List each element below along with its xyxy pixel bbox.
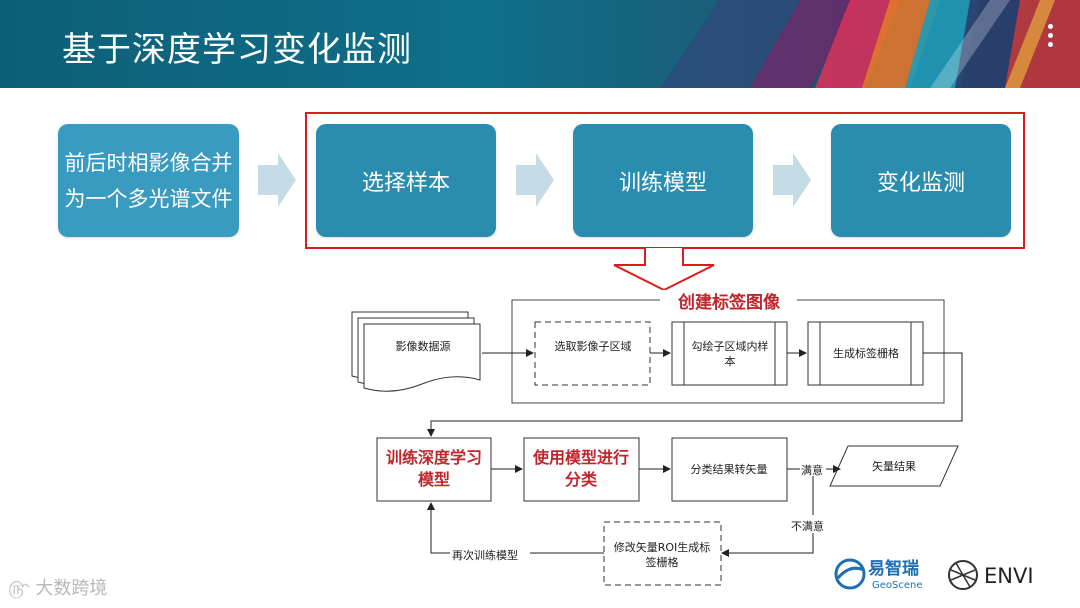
step-train-model: 训练模型 xyxy=(573,124,753,237)
header-decoration xyxy=(660,0,1080,88)
retrain-label: 再次训练模型 xyxy=(452,549,518,562)
more-vertical-icon[interactable] xyxy=(1048,24,1054,51)
classify-label: 使用模型进行分类 xyxy=(532,448,629,489)
subset-box xyxy=(534,321,651,386)
arrow-right-icon xyxy=(773,153,811,207)
arrow-right-icon xyxy=(258,153,296,207)
step-train-model-label: 训练模型 xyxy=(618,170,707,196)
train-model-label: 训练深度学习模型 xyxy=(385,448,482,489)
to-vector-label: 分类结果转矢量 xyxy=(690,463,768,476)
source-merge-box: 前后时相影像合并为一个多光谱文件 xyxy=(58,124,239,237)
classify-box xyxy=(523,437,640,502)
to-vector-box xyxy=(671,437,788,502)
geoscene-globe-icon: 易智瑞 GeoScene xyxy=(834,558,923,591)
satisfied-label: 满意 xyxy=(801,464,823,477)
not-satisfied-label: 不满意 xyxy=(791,520,824,533)
data-source-doc xyxy=(363,323,481,392)
watermark-text: 大数跨境 xyxy=(35,578,108,599)
modify-roi-box xyxy=(603,521,722,586)
vector-result-label: 矢量结果 xyxy=(872,460,916,473)
step-change-detect-label: 变化监测 xyxy=(876,170,965,196)
svg-text:易智瑞: 易智瑞 xyxy=(868,558,919,579)
gen-raster-label: 生成标签栅格 xyxy=(833,347,899,360)
watermark: ௹ 大数跨境 xyxy=(8,574,107,601)
modify-roi-label: 修改矢量ROI生成标签栅格 xyxy=(613,541,711,569)
envi-globe-icon: ENVI xyxy=(948,560,1034,590)
page-title: 基于深度学习变化监测 xyxy=(62,30,412,70)
step-change-detect: 变化监测 xyxy=(831,124,1011,237)
step-select-samples-label: 选择样本 xyxy=(361,170,450,196)
red-down-arrow-icon xyxy=(613,248,715,292)
data-source-label: 影像数据源 xyxy=(395,340,451,353)
envi-logo: ENVI xyxy=(946,556,1046,598)
geoscene-logo: 易智瑞 GeoScene xyxy=(834,554,944,598)
step-select-samples: 选择样本 xyxy=(316,124,496,237)
subset-label: 选取影像子区域 xyxy=(554,340,632,353)
draw-samples-box xyxy=(671,321,788,386)
svg-text:ENVI: ENVI xyxy=(984,564,1034,588)
draw-samples-label: 勾绘子区域内样本 xyxy=(691,340,769,368)
train-model-box xyxy=(376,437,492,502)
arrow-right-icon xyxy=(516,153,554,207)
svg-text:GeoScene: GeoScene xyxy=(872,580,923,591)
create-label-title: 创建标签图像 xyxy=(678,293,780,313)
watermark-icon: ௹ xyxy=(8,578,30,599)
source-merge-label: 前后时相影像合并为一个多光谱文件 xyxy=(64,150,233,211)
header-banner: 基于深度学习变化监测 xyxy=(0,0,1080,88)
